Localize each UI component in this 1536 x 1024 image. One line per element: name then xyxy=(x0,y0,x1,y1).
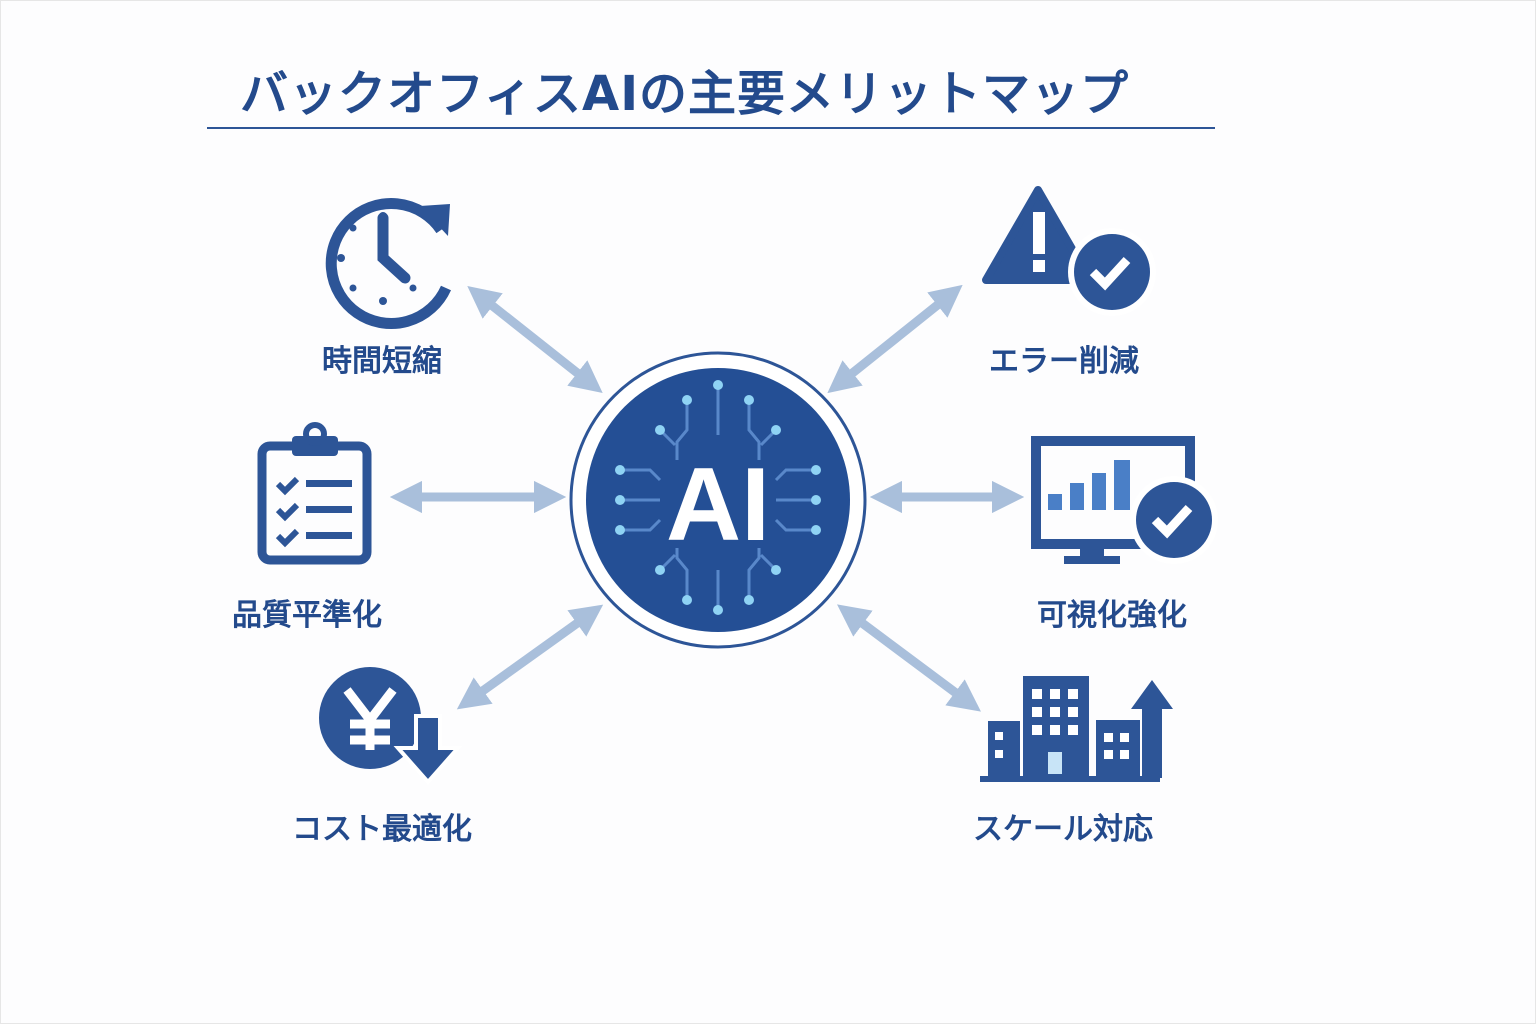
ai-hub: AI xyxy=(569,351,867,649)
yen-down-arrow-icon xyxy=(319,667,463,786)
arrow-error xyxy=(827,284,963,394)
buildings-up-arrow-icon xyxy=(980,676,1173,782)
benefit-label-scale: スケール対応 xyxy=(973,812,1153,847)
ai-circuit-icon xyxy=(620,385,816,610)
benefit-label-quality: 品質平準化 xyxy=(232,598,382,633)
title-divider xyxy=(207,127,1215,129)
benefit-label-cost: コスト最適化 xyxy=(292,812,472,847)
benefit-label-error: エラー削減 xyxy=(989,344,1139,379)
warning-check-icon xyxy=(982,186,1156,316)
monitor-chart-check-icon xyxy=(1031,436,1218,564)
clock-refresh-icon xyxy=(325,198,452,329)
page-title: バックオフィスAIの主要メリットマップ xyxy=(240,66,1130,122)
arrow-scale xyxy=(837,604,981,712)
arrow-cost xyxy=(456,604,604,710)
clipboard-checklist-icon xyxy=(257,422,372,565)
ai-hub-label: AI xyxy=(666,447,770,563)
benefit-label-visualization: 可視化強化 xyxy=(1037,598,1187,633)
arrow-time xyxy=(467,285,603,394)
benefit-label-time: 時間短縮 xyxy=(322,344,442,379)
